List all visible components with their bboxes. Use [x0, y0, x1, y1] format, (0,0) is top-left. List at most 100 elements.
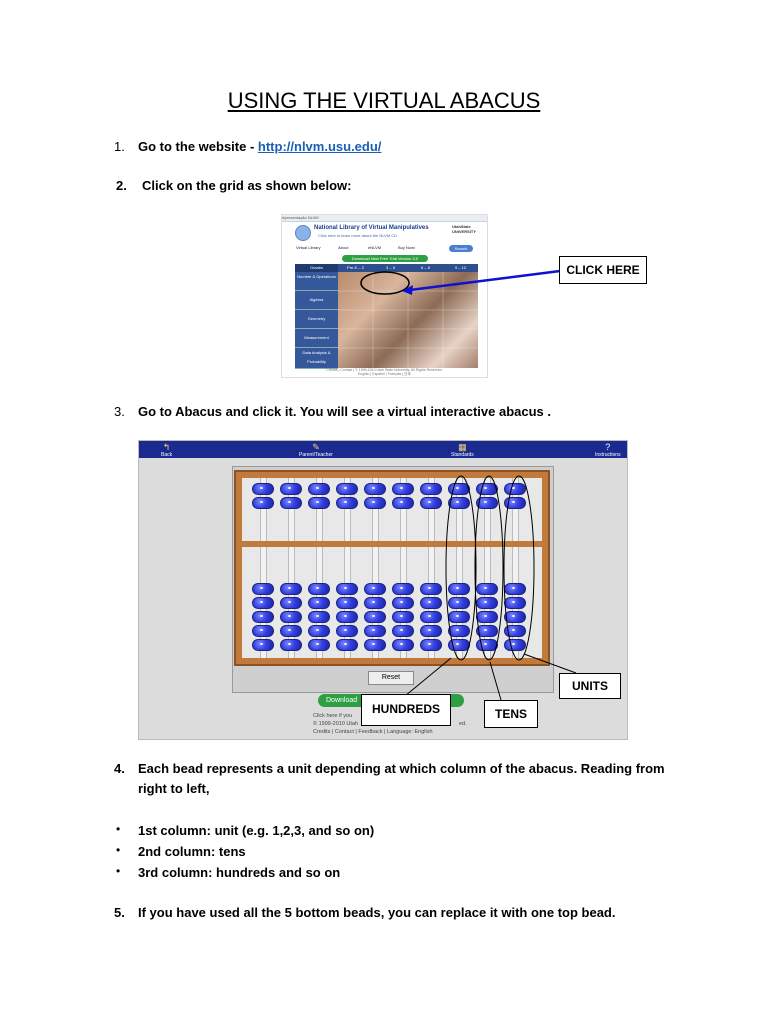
abacus-top-bead[interactable] [504, 497, 526, 509]
nlvm-link[interactable]: http://nlvm.usu.edu/ [257, 139, 382, 154]
abacus-bottom-bead[interactable] [364, 639, 386, 651]
grade-3-5[interactable]: 3 – 5 [373, 264, 408, 272]
abacus-top-bead[interactable] [420, 483, 442, 495]
nlvm-grade-grid[interactable]: Grades Pre-K – 2 3 – 5 6 – 8 9 – 12 Numb… [295, 264, 478, 369]
abacus-bottom-bead[interactable] [420, 639, 442, 651]
abacus-bottom-bead[interactable] [420, 625, 442, 637]
abacus-top-bead[interactable] [504, 483, 526, 495]
topic-measurement[interactable]: Measurement [295, 329, 338, 348]
abacus-bottom-bead[interactable] [280, 583, 302, 595]
nav-enlvm[interactable]: eNLVM [368, 245, 382, 250]
abacus-bottom-bead[interactable] [308, 639, 330, 651]
instructions-button[interactable]: ?Instructions [595, 442, 621, 458]
abacus-bottom-bead[interactable] [392, 597, 414, 609]
abacus-copyright-suffix: ed. [459, 721, 467, 727]
abacus-bottom-bead[interactable] [336, 597, 358, 609]
abacus-bottom-bead[interactable] [448, 583, 470, 595]
abacus-bottom-bead[interactable] [364, 597, 386, 609]
abacus-bottom-bead[interactable] [392, 583, 414, 595]
abacus-bottom-bead[interactable] [364, 583, 386, 595]
abacus-top-bead[interactable] [448, 497, 470, 509]
abacus-bottom-bead[interactable] [252, 611, 274, 623]
abacus-bottom-bead[interactable] [252, 639, 274, 651]
abacus-bottom-bead[interactable] [252, 583, 274, 595]
nlvm-download-button[interactable]: Download New Free Trial Version 3.0 [342, 255, 428, 262]
abacus-bottom-bead[interactable] [364, 625, 386, 637]
abacus-bottom-bead[interactable] [476, 639, 498, 651]
abacus-bottom-bead[interactable] [308, 611, 330, 623]
abacus-bottom-bead[interactable] [252, 597, 274, 609]
abacus-bottom-bead[interactable] [420, 611, 442, 623]
grade-prek-2[interactable]: Pre-K – 2 [338, 264, 373, 272]
abacus-bottom-bead[interactable] [280, 625, 302, 637]
nav-about[interactable]: About [338, 245, 349, 250]
abacus-bottom-bead[interactable] [308, 583, 330, 595]
topic-number-operations[interactable]: Number & Operations [295, 272, 338, 291]
abacus-bottom-bead[interactable] [504, 625, 526, 637]
abacus-bottom-bead[interactable] [252, 625, 274, 637]
abacus-bottom-bead[interactable] [476, 583, 498, 595]
abacus-bottom-bead[interactable] [476, 611, 498, 623]
abacus-top-bead[interactable] [364, 497, 386, 509]
abacus-top-bead[interactable] [392, 497, 414, 509]
abacus-bottom-bead[interactable] [392, 625, 414, 637]
reset-button[interactable]: Reset [368, 671, 414, 685]
abacus-footer-line1: Click here if you [313, 713, 353, 719]
abacus-bottom-bead[interactable] [392, 611, 414, 623]
step-4-number: 4. [114, 761, 125, 776]
abacus-bottom-bead[interactable] [336, 611, 358, 623]
abacus-bottom-bead[interactable] [280, 597, 302, 609]
standards-button[interactable]: ▦Standards [451, 442, 474, 458]
abacus-bottom-bead[interactable] [308, 625, 330, 637]
back-button[interactable]: ↰Back [161, 442, 172, 458]
abacus-top-bead[interactable] [336, 483, 358, 495]
abacus-top-bead[interactable] [420, 497, 442, 509]
abacus-bottom-bead[interactable] [280, 611, 302, 623]
abacus-top-bead[interactable] [392, 483, 414, 495]
click-here-callout: CLICK HERE [559, 256, 647, 284]
grade-9-12[interactable]: 9 – 12 [443, 264, 478, 272]
abacus-top-bead[interactable] [280, 483, 302, 495]
abacus-rod [456, 478, 463, 658]
abacus-top-bead[interactable] [476, 497, 498, 509]
bullet-icon: • [116, 822, 121, 836]
abacus-bottom-bead[interactable] [308, 597, 330, 609]
topic-algebra[interactable]: Algebra [295, 291, 338, 310]
abacus-top-bead[interactable] [308, 497, 330, 509]
abacus-top-bead[interactable] [308, 483, 330, 495]
abacus-bottom-bead[interactable] [336, 639, 358, 651]
abacus-top-bead[interactable] [280, 497, 302, 509]
abacus-bottom-bead[interactable] [448, 625, 470, 637]
nlvm-search-button[interactable]: Search [449, 245, 473, 252]
topic-data-analysis[interactable]: Data Analysis & Probability [295, 348, 338, 369]
abacus-top-bead[interactable] [364, 483, 386, 495]
abacus-top-bead[interactable] [448, 483, 470, 495]
topic-geometry[interactable]: Geometry [295, 310, 338, 329]
grade-6-8[interactable]: 6 – 8 [408, 264, 443, 272]
nav-virtual-library[interactable]: Virtual Library [296, 245, 321, 250]
abacus-bottom-bead[interactable] [504, 611, 526, 623]
abacus-bottom-bead[interactable] [448, 597, 470, 609]
abacus-bottom-bead[interactable] [392, 639, 414, 651]
abacus-bottom-bead[interactable] [336, 625, 358, 637]
abacus-bottom-bead[interactable] [364, 611, 386, 623]
step-4-line1: Each bead represents a unit depending at… [138, 761, 665, 776]
units-pointer [523, 653, 577, 674]
abacus-top-bead[interactable] [336, 497, 358, 509]
abacus-bottom-bead[interactable] [336, 583, 358, 595]
abacus-footer-line3[interactable]: Credits | Contact | Feedback | Language:… [313, 729, 433, 735]
abacus-rod [316, 478, 323, 658]
abacus-bottom-bead[interactable] [420, 583, 442, 595]
abacus-top-bead[interactable] [252, 483, 274, 495]
nav-buy-now[interactable]: Buy Now! [398, 245, 416, 250]
abacus-bottom-bead[interactable] [476, 625, 498, 637]
abacus-bottom-bead[interactable] [504, 597, 526, 609]
abacus-bottom-bead[interactable] [504, 639, 526, 651]
parent-teacher-button[interactable]: ✎Parent/Teacher [299, 442, 333, 458]
abacus-bottom-bead[interactable] [280, 639, 302, 651]
abacus-bottom-bead[interactable] [420, 597, 442, 609]
step-1-text: Go to the website - http://nlvm.usu.edu/ [138, 139, 381, 154]
bullet-icon: • [116, 864, 121, 878]
abacus-top-bead[interactable] [252, 497, 274, 509]
